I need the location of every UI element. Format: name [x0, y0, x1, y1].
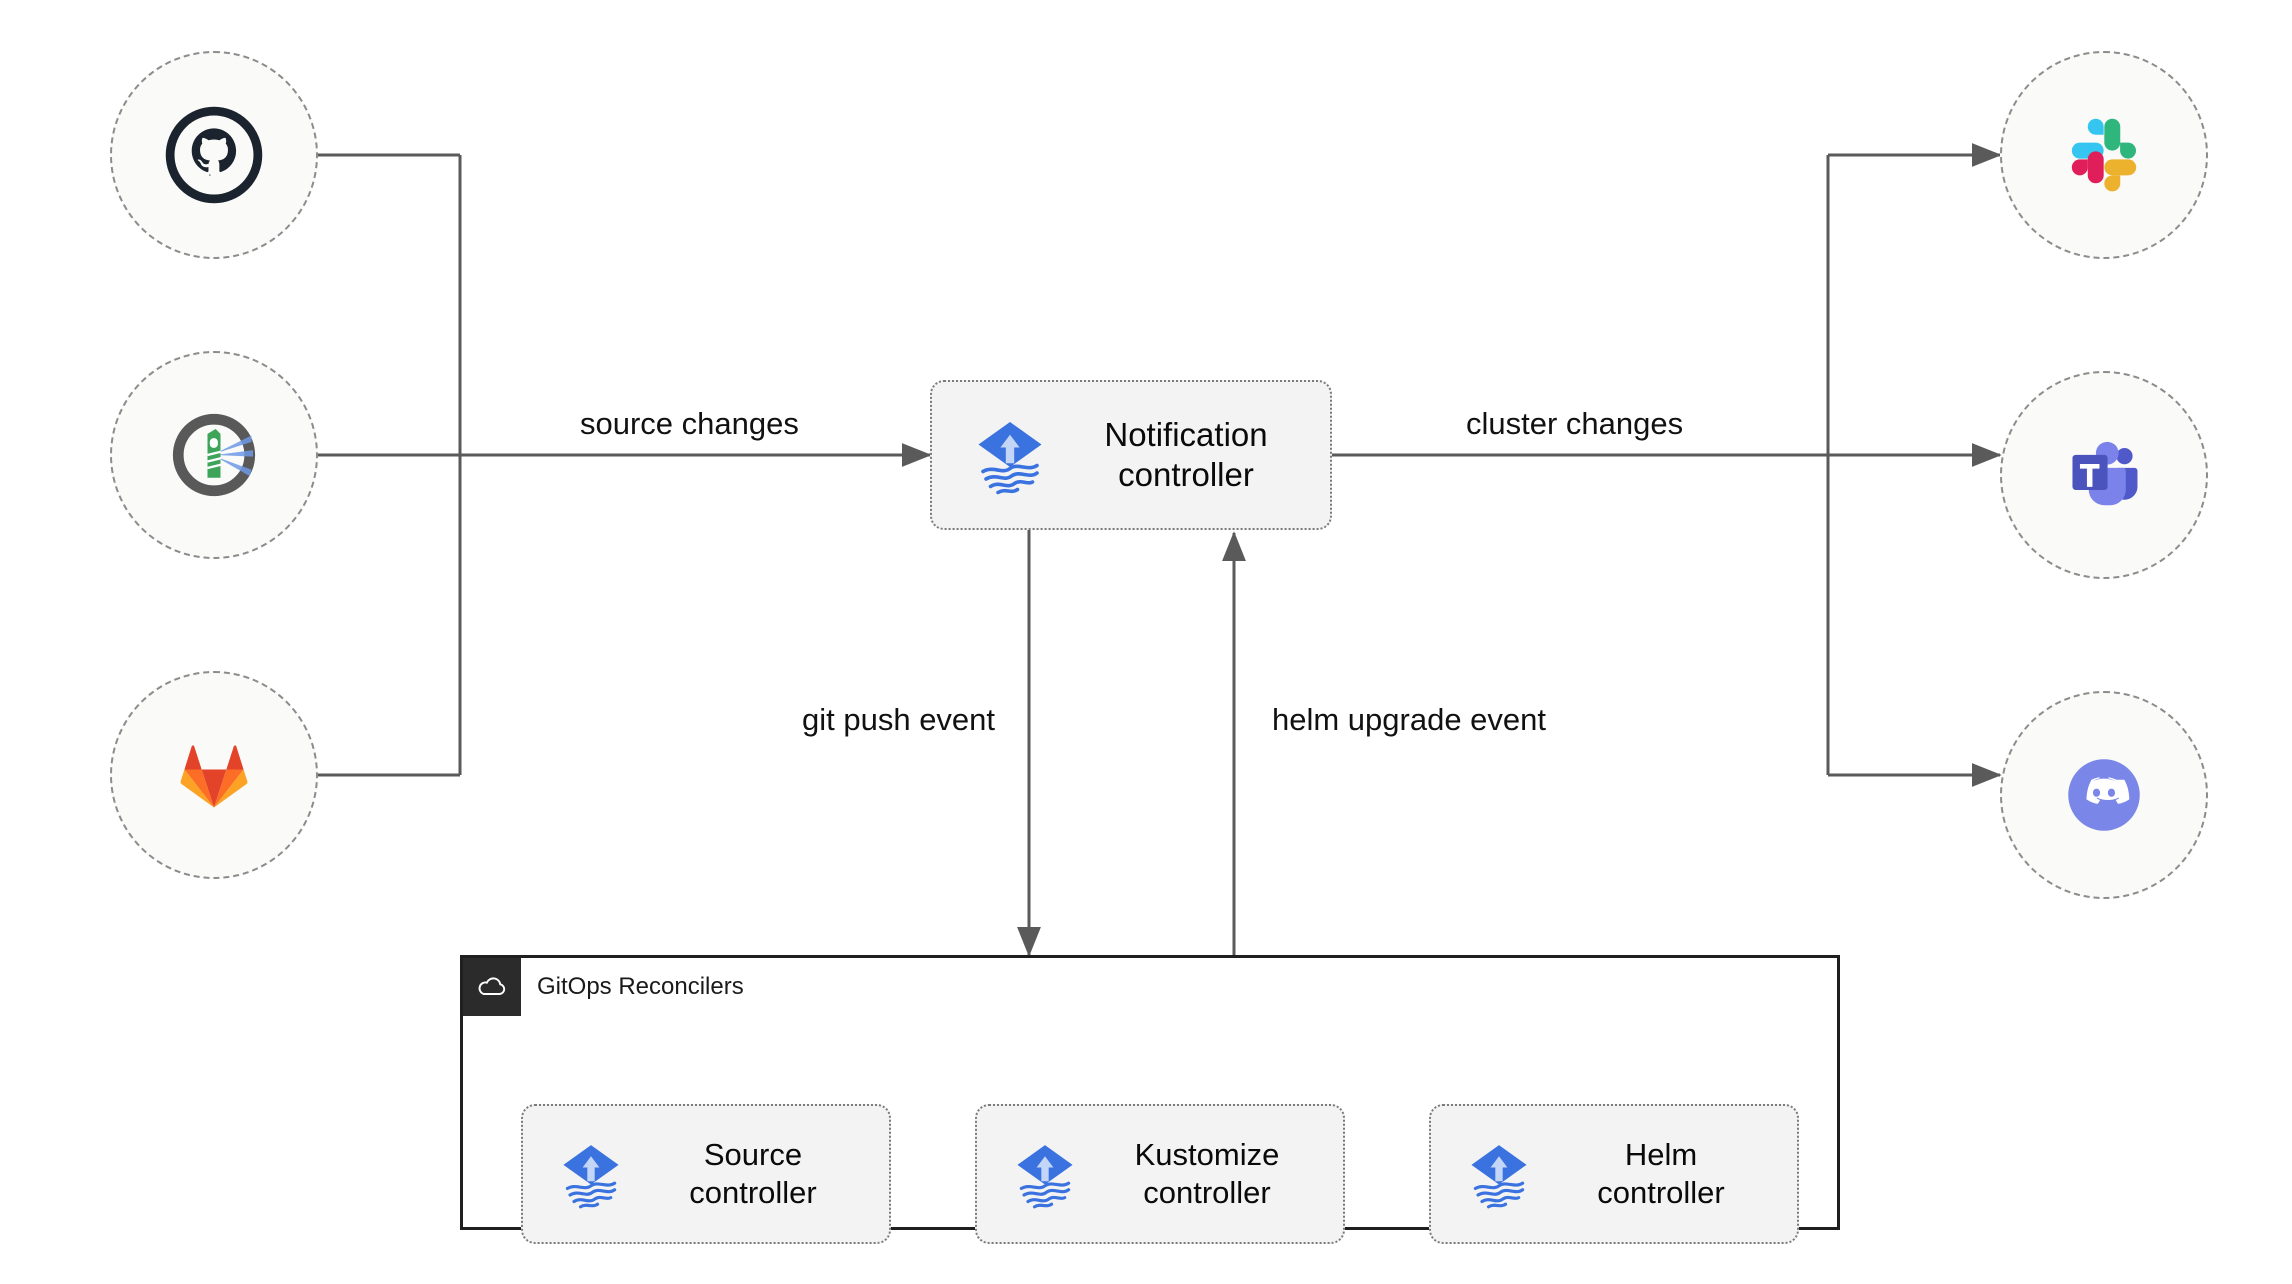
- target-node-discord[interactable]: [2000, 691, 2208, 899]
- github-icon: [165, 106, 263, 204]
- notification-controller-node[interactable]: Notification controller: [930, 380, 1332, 530]
- slack-icon: [2071, 118, 2137, 192]
- gitops-reconcilers-container: GitOps Reconcilers Source controller: [460, 955, 1840, 1244]
- cloud-icon-tab: [463, 958, 521, 1016]
- source-node-github[interactable]: [110, 51, 318, 259]
- edge-label-helm-upgrade-event: helm upgrade event: [1272, 702, 1547, 737]
- source-node-flux[interactable]: [110, 351, 318, 559]
- target-node-slack[interactable]: [2000, 51, 2208, 259]
- edge-label-cluster-changes: cluster changes: [1466, 406, 1684, 441]
- helm-controller-label: Helm controller: [1597, 1137, 1725, 1210]
- gitlab-icon: [180, 745, 248, 808]
- discord-icon: [2068, 759, 2140, 831]
- flux-icon: [172, 413, 256, 497]
- kustomize-controller-node[interactable]: Kustomize controller: [975, 1104, 1345, 1244]
- source-controller-node[interactable]: Source controller: [521, 1104, 891, 1244]
- cloud-icon: [478, 977, 506, 995]
- source-controller-label: Source controller: [689, 1137, 817, 1210]
- flux-controller-icon: [1471, 1145, 1527, 1209]
- source-node-gitlab[interactable]: [110, 671, 318, 879]
- notification-controller-label: Notification controller: [1104, 415, 1268, 493]
- helm-controller-node[interactable]: Helm controller: [1429, 1104, 1799, 1244]
- gitops-container-title: GitOps Reconcilers: [537, 973, 744, 1000]
- flux-controller-icon: [1017, 1145, 1073, 1209]
- flux-controller-icon: [563, 1145, 619, 1209]
- kustomize-controller-label: Kustomize controller: [1134, 1137, 1280, 1210]
- edge-label-source-changes: source changes: [580, 406, 799, 441]
- edge-label-git-push-event: git push event: [802, 702, 996, 737]
- target-node-teams[interactable]: [2000, 371, 2208, 579]
- teams-icon: [2072, 441, 2138, 506]
- flux-controller-icon: [978, 422, 1042, 495]
